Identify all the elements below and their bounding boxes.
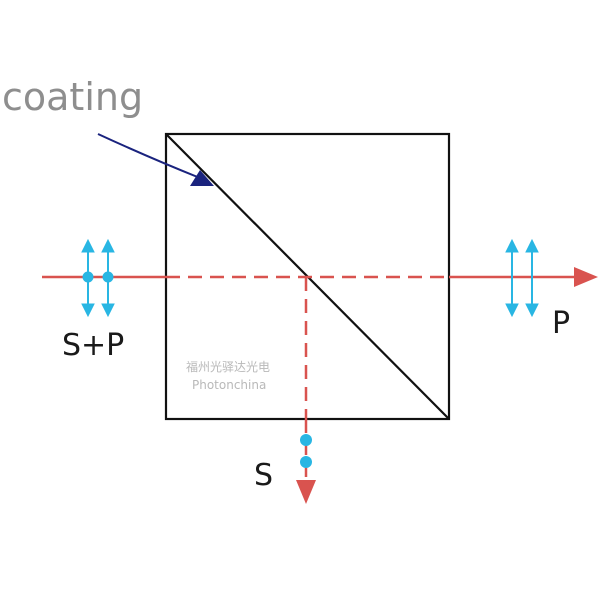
watermark-cn: 福州光驿达光电 <box>186 359 270 374</box>
reflected-polarization-icon <box>300 434 312 468</box>
watermark-en: Photonchina <box>192 378 266 392</box>
coating-pointer-arrow-icon <box>190 170 214 186</box>
coating-pointer-line <box>97 133 201 179</box>
coating-label: coating <box>2 75 143 119</box>
incident-polarization-icon <box>81 238 115 318</box>
reflected-label: S <box>254 458 273 493</box>
transmitted-label: P <box>552 306 570 341</box>
incident-label: S+P <box>62 328 124 363</box>
reflected-arrow-icon <box>296 480 316 504</box>
transmitted-arrow-icon <box>574 267 598 287</box>
transmitted-polarization-icon <box>505 238 539 318</box>
